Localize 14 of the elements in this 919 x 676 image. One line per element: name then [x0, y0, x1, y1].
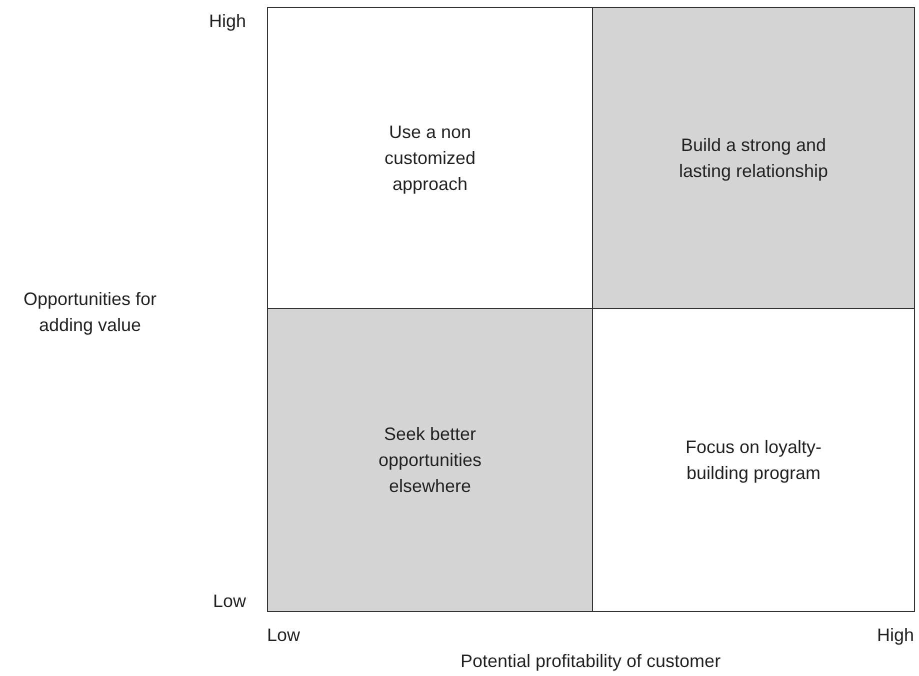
quadrant-box: [592, 308, 915, 612]
axis-label: Opportunities for adding value: [22, 288, 158, 337]
quadrant-text: Build a strong and lasting relationship: [678, 134, 830, 183]
axis-label: High: [208, 10, 246, 33]
axis-label: Low: [212, 590, 246, 613]
axis-label: Low: [267, 624, 302, 647]
quadrant-text: Seek better opportunities elsewhere: [377, 423, 483, 498]
axis-label: Potential profitability of customer: [459, 650, 722, 673]
quadrant-box: [267, 308, 593, 612]
quadrant-text: Focus on loyalty-building program: [684, 436, 823, 485]
quadrant-text: Use a non customized approach: [383, 121, 477, 196]
quadrant-box: [267, 7, 593, 309]
axis-label: High: [876, 624, 914, 647]
quadrant-box: [592, 7, 915, 309]
